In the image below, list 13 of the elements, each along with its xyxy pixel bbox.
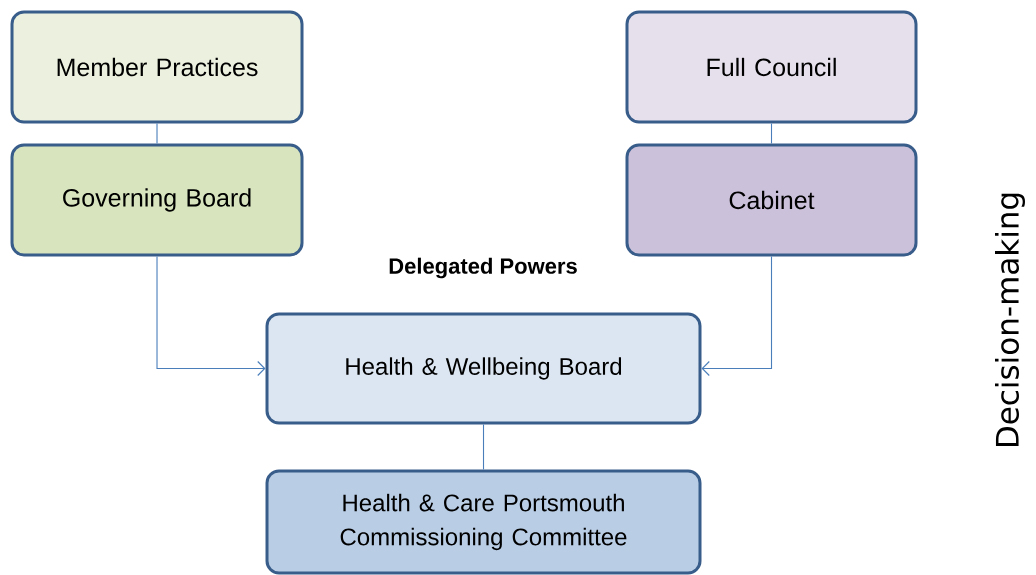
box: Full Council [625,10,918,124]
connector [701,255,773,377]
note-label: Delegated Powers [389,257,577,279]
box: Governing Board [10,143,304,257]
box: Health & Care Portsmouth Commissioning Committee [265,469,702,575]
connector [156,122,158,145]
note-label: Decision-making [995,193,1025,447]
box: Member Practices [10,10,304,124]
box: Cabinet [625,143,918,257]
connector [482,423,485,471]
connector [770,122,773,145]
connector [156,255,266,377]
box: Health & Wellbeing Board [265,312,702,425]
